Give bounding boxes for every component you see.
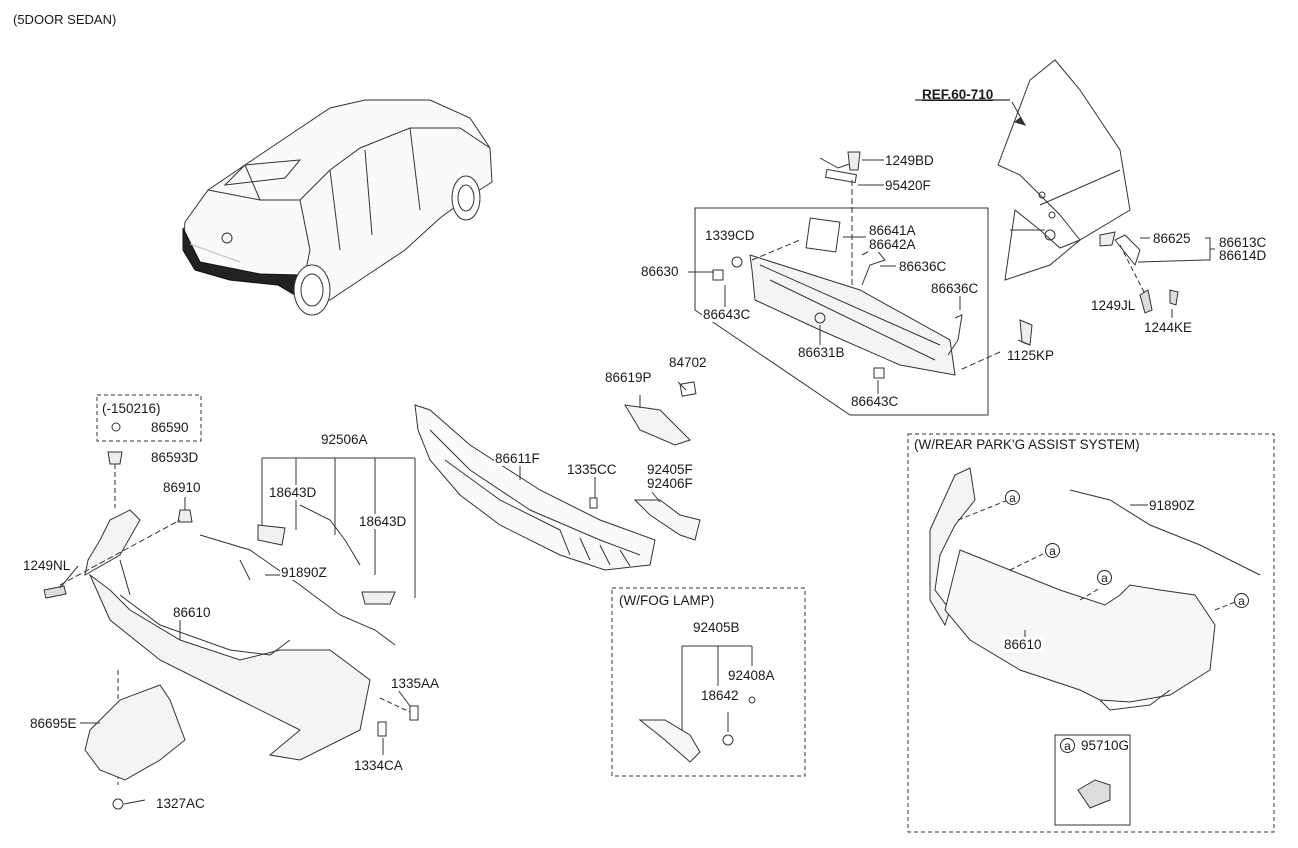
part-label-86636C-upper: 86636C bbox=[898, 259, 948, 274]
part-label-86613C: 86613C bbox=[1218, 235, 1268, 250]
fog-lamp-box-title: (W/FOG LAMP) bbox=[619, 593, 715, 608]
part-label-86614D: 86614D bbox=[1218, 248, 1268, 263]
part-label-95420F: 95420F bbox=[884, 178, 932, 193]
part-label-86642A: 86642A bbox=[868, 237, 917, 252]
part-label-86625: 86625 bbox=[1152, 231, 1192, 246]
part-label-18643D-lower: 18643D bbox=[358, 514, 408, 529]
part-label-86695E: 86695E bbox=[29, 716, 78, 731]
part-label-92405F: 92405F bbox=[646, 462, 694, 477]
part-label-86593D: 86593D bbox=[150, 450, 200, 465]
part-label-18643D-upper: 18643D bbox=[268, 485, 318, 500]
part-label-1249NL: 1249NL bbox=[22, 558, 72, 573]
part-label-86610-park-assist: 86610 bbox=[1003, 637, 1043, 652]
date-box-title: (-150216) bbox=[102, 401, 161, 416]
part-label-86610-main: 86610 bbox=[172, 605, 212, 620]
reinforcement-box-outline bbox=[694, 207, 989, 416]
part-label-86910: 86910 bbox=[162, 480, 202, 495]
fog-lamp-box-outline bbox=[611, 587, 806, 777]
callout-marker-a: a bbox=[1234, 593, 1249, 608]
part-label-92406F: 92406F bbox=[646, 476, 694, 491]
part-label-1125KP: 1125KP bbox=[1006, 348, 1056, 363]
callout-box bbox=[1054, 734, 1131, 826]
part-label-86643C-bottom: 86643C bbox=[850, 394, 900, 409]
park-assist-box-title: (W/REAR PARK'G ASSIST SYSTEM) bbox=[914, 437, 1140, 452]
callout-legend-marker: a bbox=[1060, 738, 1075, 753]
part-label-86641A: 86641A bbox=[868, 223, 917, 238]
part-label-92405B: 92405B bbox=[692, 620, 741, 635]
part-label-86636C-lower: 86636C bbox=[930, 281, 980, 296]
part-label-92506A: 92506A bbox=[320, 432, 369, 447]
part-label-91890Z-park-assist: 91890Z bbox=[1148, 498, 1196, 513]
part-label-86590: 86590 bbox=[150, 420, 190, 435]
part-label-1339CD: 1339CD bbox=[704, 228, 756, 243]
date-box-outline bbox=[96, 394, 202, 442]
part-label-1249JL: 1249JL bbox=[1090, 298, 1137, 313]
callout-marker-a: a bbox=[1045, 543, 1060, 558]
part-label-86630: 86630 bbox=[640, 264, 680, 279]
quarter-panel-illustration bbox=[915, 59, 1131, 281]
callout-legend-part: 95710G bbox=[1081, 738, 1130, 753]
callout-marker-a: a bbox=[1097, 570, 1112, 585]
part-label-1327AC: 1327AC bbox=[155, 796, 206, 811]
part-label-86643C-left: 86643C bbox=[702, 307, 752, 322]
part-label-1244KE: 1244KE bbox=[1143, 320, 1194, 335]
part-label-86619P: 86619P bbox=[604, 370, 653, 385]
part-label-1334CA: 1334CA bbox=[353, 758, 404, 773]
reference-label: REF.60-710 bbox=[922, 87, 994, 102]
part-label-1249BD: 1249BD bbox=[884, 153, 935, 168]
park-assist-box-outline bbox=[907, 433, 1275, 833]
part-label-84702: 84702 bbox=[668, 355, 708, 370]
part-label-86631B: 86631B bbox=[797, 345, 846, 360]
part-label-18642: 18642 bbox=[700, 688, 740, 703]
part-label-1335CC: 1335CC bbox=[566, 462, 618, 477]
callout-legend: a 95710G bbox=[1060, 738, 1129, 753]
callout-marker-a: a bbox=[1005, 490, 1020, 505]
vehicle-illustration bbox=[182, 99, 493, 316]
part-label-92408A: 92408A bbox=[727, 668, 776, 683]
part-label-1335AA: 1335AA bbox=[390, 676, 441, 691]
page-title: (5DOOR SEDAN) bbox=[13, 12, 117, 27]
part-label-86611F: 86611F bbox=[494, 451, 541, 466]
part-label-91890Z-main: 91890Z bbox=[280, 565, 328, 580]
